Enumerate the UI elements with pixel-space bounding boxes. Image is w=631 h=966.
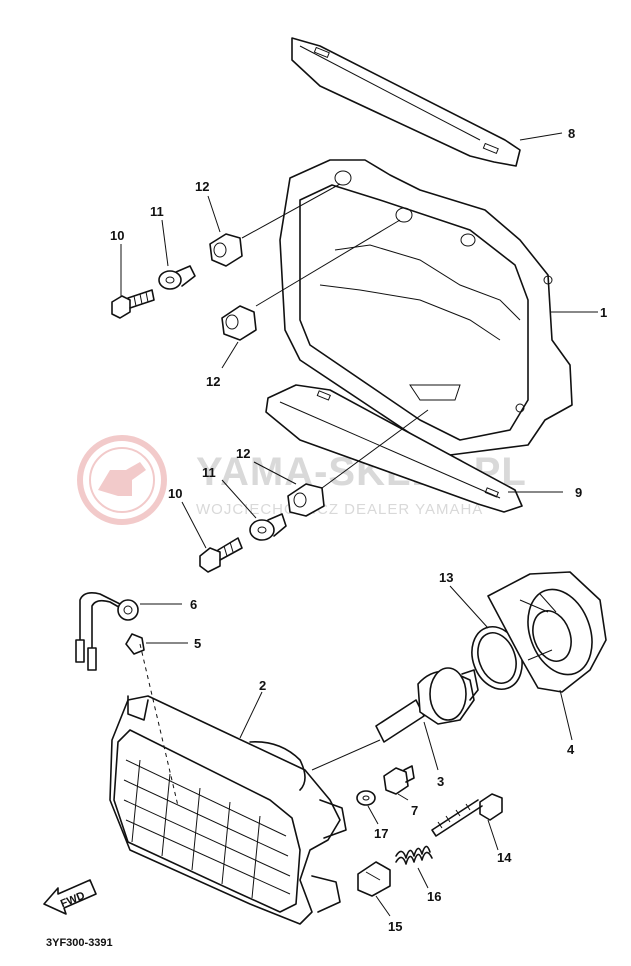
diagram-code: 3YF300-3391 <box>46 937 113 949</box>
callout-14: 14 <box>497 850 512 865</box>
callout-16: 16 <box>427 889 441 904</box>
callout-9: 9 <box>575 485 582 500</box>
part-8-top-plate <box>291 37 563 167</box>
part-3-bulb <box>375 667 479 771</box>
part-9-lower-plate <box>265 384 563 513</box>
part-7-position-bulb <box>383 765 415 801</box>
part-4-dust-cover <box>487 571 607 741</box>
callout-11-upper: 11 <box>150 204 164 219</box>
callout-2: 2 <box>259 678 266 693</box>
upper-hardware <box>111 183 401 369</box>
part-17-washer <box>356 790 379 825</box>
callout-1: 1 <box>600 305 607 320</box>
part-12-grommet-upper-a <box>207 183 341 267</box>
callout-12-upper: 12 <box>195 179 209 194</box>
callout-3: 3 <box>437 774 444 789</box>
part-1-housing <box>279 159 598 456</box>
yamaha-logo-watermark <box>77 435 167 525</box>
part-12-grommet-lower <box>253 409 429 517</box>
callout-11-lower: 11 <box>202 465 216 480</box>
part-12-grommet-upper-b <box>221 219 401 369</box>
callout-8: 8 <box>568 126 575 141</box>
callout-12-middle: 12 <box>206 374 220 389</box>
part-15-adjuster-nut <box>357 861 391 917</box>
lower-hardware <box>181 409 429 573</box>
callout-12-lower: 12 <box>236 446 250 461</box>
callout-5: 5 <box>194 636 201 651</box>
part-6-wire-socket <box>75 592 182 671</box>
callout-labels: 1 2 3 4 5 6 7 8 9 10 10 11 11 12 12 12 1… <box>110 126 607 934</box>
part-14-adjust-screw <box>431 793 503 851</box>
callout-10-lower: 10 <box>168 486 182 501</box>
watermark-subtitle: WOJCIECHOWICZ DEALER YAMAHA <box>196 501 483 518</box>
callout-7: 7 <box>411 803 418 818</box>
part-16-spring <box>395 845 433 889</box>
callout-4: 4 <box>567 742 575 757</box>
part-10-bolt-lower <box>181 501 243 573</box>
part-5-clip <box>125 633 188 655</box>
part-11-collar-upper <box>158 219 196 290</box>
callout-15: 15 <box>388 919 402 934</box>
forward-direction-badge: FWD <box>43 879 97 915</box>
lens-pattern <box>123 759 291 899</box>
part-10-bolt-upper <box>111 244 155 319</box>
callout-17: 17 <box>374 826 388 841</box>
part-11-collar-lower <box>221 479 287 541</box>
callout-13: 13 <box>439 570 453 585</box>
callout-10-upper: 10 <box>110 228 124 243</box>
callout-6: 6 <box>190 597 197 612</box>
part-2-headlight-unit <box>109 643 381 925</box>
